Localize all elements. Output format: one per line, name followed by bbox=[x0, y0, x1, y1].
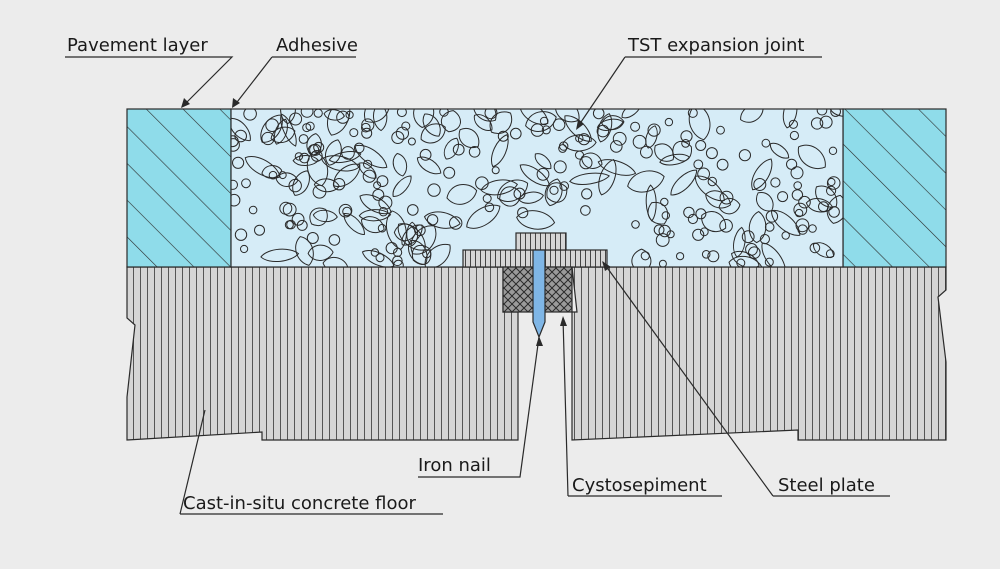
label-tst-joint: TST expansion joint bbox=[627, 35, 804, 56]
arrow-nail bbox=[536, 336, 543, 346]
arrow-pavement bbox=[181, 98, 190, 108]
leader-floor bbox=[179, 409, 443, 515]
aggregate-stones bbox=[231, 109, 843, 267]
arrow-cysto bbox=[560, 316, 567, 326]
leader-adhesive bbox=[233, 56, 356, 107]
pavement-layer-right bbox=[842, 108, 947, 268]
label-iron-nail: Iron nail bbox=[418, 455, 491, 476]
leader-plate bbox=[602, 261, 890, 497]
leader-cysto bbox=[562, 317, 722, 497]
leader-pavement bbox=[65, 56, 234, 107]
nail-head bbox=[515, 232, 567, 251]
leader-joint bbox=[576, 56, 822, 129]
arrow-adhesive bbox=[232, 98, 240, 108]
pavement-layer-left bbox=[126, 108, 232, 268]
concrete-floor-left bbox=[126, 266, 519, 441]
label-cystosepiment: Cystosepiment bbox=[572, 475, 707, 496]
arrow-joint bbox=[576, 120, 584, 130]
label-steel-plate: Steel plate bbox=[778, 475, 875, 496]
label-concrete-floor: Cast-in-situ concrete floor bbox=[183, 493, 417, 514]
leader-nail bbox=[418, 336, 540, 478]
concrete-floor-right bbox=[571, 266, 947, 441]
iron-nail bbox=[532, 249, 546, 339]
label-adhesive: Adhesive bbox=[276, 35, 358, 56]
arrow-plate bbox=[602, 261, 611, 271]
label-pavement-layer: Pavement layer bbox=[67, 35, 208, 56]
